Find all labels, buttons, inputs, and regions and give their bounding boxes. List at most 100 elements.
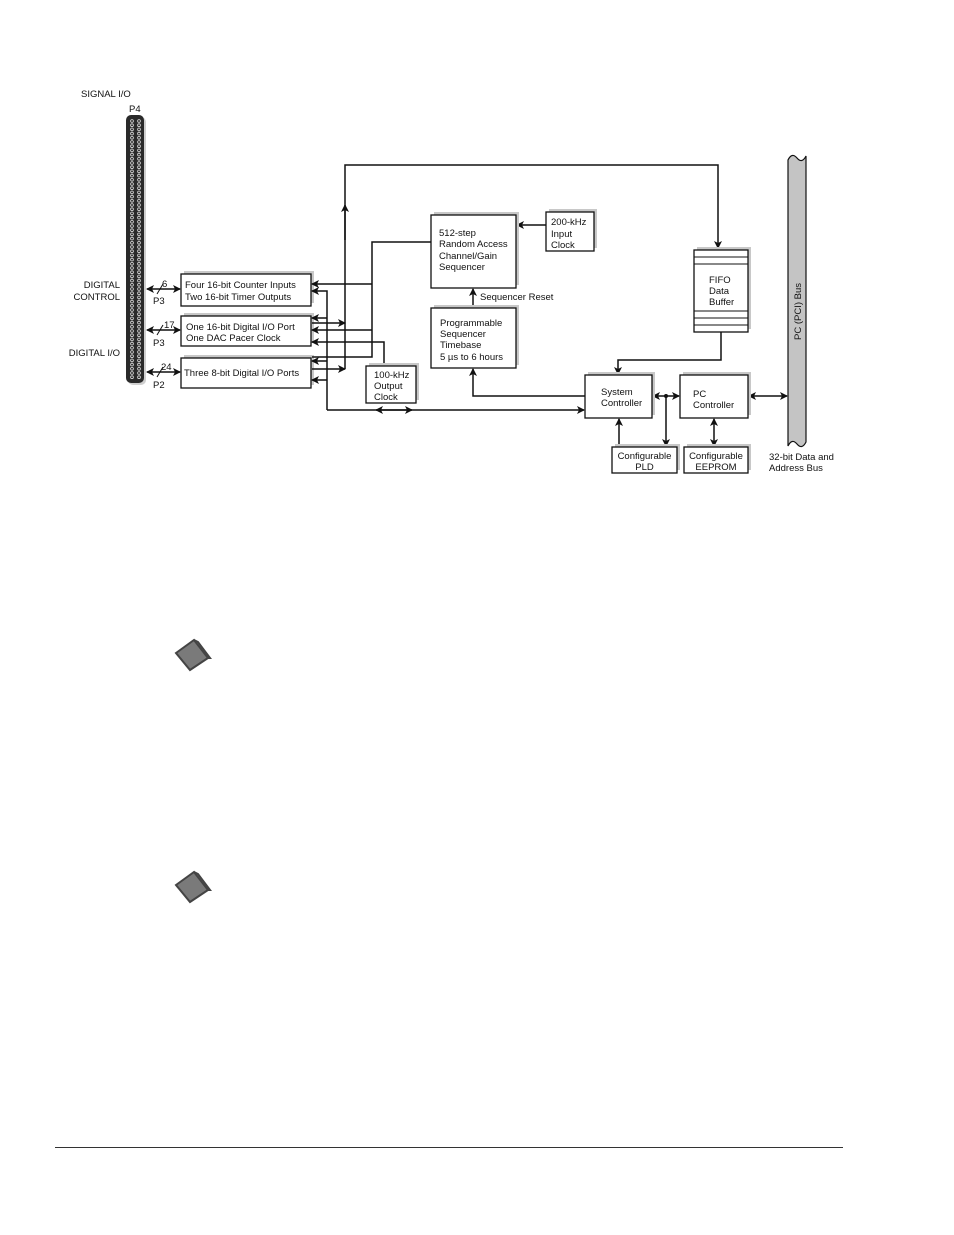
svg-text:Controller: Controller bbox=[601, 398, 642, 409]
svg-text:One DAC Pacer Clock: One DAC Pacer Clock bbox=[186, 333, 281, 344]
connector-pin bbox=[130, 333, 134, 338]
connector-pin bbox=[130, 157, 134, 161]
svg-text:200-kHz: 200-kHz bbox=[551, 217, 587, 228]
connector-pin bbox=[137, 366, 141, 371]
connector-pin bbox=[130, 203, 134, 207]
connector-pin bbox=[130, 291, 134, 296]
connector-pin bbox=[130, 312, 134, 317]
connector-pin bbox=[130, 144, 134, 149]
connector-pin bbox=[130, 320, 134, 325]
configurable-pld-block: Configurable PLD bbox=[611, 444, 680, 474]
connector-pin bbox=[130, 190, 134, 195]
svg-text:Configurable: Configurable bbox=[689, 451, 743, 462]
sequencer-timebase-block: Programmable Sequencer Timebase 5 µs to … bbox=[430, 305, 519, 369]
connector-pin bbox=[130, 169, 134, 174]
svg-text:Four 16-bit Counter Inputs: Four 16-bit Counter Inputs bbox=[185, 280, 296, 291]
svg-text:Two 16-bit Timer Outputs: Two 16-bit Timer Outputs bbox=[185, 292, 291, 303]
connector-pin bbox=[130, 220, 134, 224]
digital-io-8bit-block: Three 8-bit Digital I/O Ports bbox=[180, 355, 314, 389]
connector-pin bbox=[130, 287, 134, 291]
svg-text:EEPROM: EEPROM bbox=[695, 462, 736, 473]
connector-pin bbox=[137, 131, 141, 136]
system-controller-block: System Controller bbox=[584, 372, 655, 419]
connector-pin bbox=[130, 127, 134, 132]
reference-book-icon bbox=[174, 870, 212, 904]
connector-pin bbox=[137, 308, 141, 312]
connector-pin bbox=[130, 123, 134, 127]
connector-pin bbox=[137, 371, 141, 375]
connector-pin bbox=[137, 232, 141, 237]
port-count: 17 bbox=[164, 320, 175, 331]
connector-pin bbox=[137, 182, 141, 186]
connector-pin bbox=[137, 270, 141, 275]
connector-pin bbox=[137, 362, 141, 367]
connector-pin bbox=[130, 215, 134, 220]
svg-text:Output: Output bbox=[374, 381, 403, 392]
connector-pin bbox=[130, 299, 134, 304]
connector-pin bbox=[130, 354, 134, 359]
connector-pin bbox=[137, 320, 141, 325]
connector-pin bbox=[130, 224, 134, 228]
connector-pin bbox=[137, 173, 141, 178]
connector-pin bbox=[137, 375, 141, 380]
connector-pin bbox=[137, 274, 141, 279]
connector-pin bbox=[130, 241, 134, 245]
connector-pin bbox=[137, 161, 141, 165]
connector-pin bbox=[130, 350, 134, 354]
svg-text:Controller: Controller bbox=[693, 400, 734, 411]
port-arrows bbox=[146, 283, 181, 378]
connector-pin bbox=[130, 186, 134, 191]
connector-pin bbox=[130, 341, 134, 346]
svg-text:Channel/Gain: Channel/Gain bbox=[439, 251, 497, 262]
connector-pin bbox=[130, 345, 134, 350]
p4-connector bbox=[126, 115, 146, 385]
connector-pin bbox=[137, 299, 141, 304]
connector-pin bbox=[137, 278, 141, 283]
p4-label: P4 bbox=[129, 104, 141, 115]
signal-io-label: SIGNAL I/O bbox=[81, 89, 131, 100]
connector-pin bbox=[137, 165, 141, 170]
connector-pin bbox=[130, 228, 134, 233]
connector-pin bbox=[130, 232, 134, 237]
port-connector: P3 bbox=[153, 338, 165, 349]
connector-pin bbox=[137, 337, 141, 342]
svg-text:PC: PC bbox=[693, 389, 706, 400]
connector-pin bbox=[137, 119, 141, 123]
connector-pin bbox=[130, 316, 134, 321]
port-count: 24 bbox=[161, 362, 172, 373]
port-connector: P2 bbox=[153, 380, 165, 391]
bus-caption: Address Bus bbox=[769, 463, 823, 474]
svg-text:Clock: Clock bbox=[374, 392, 398, 403]
input-clock-block: 200-kHz Input Clock bbox=[545, 209, 597, 252]
signal-wiring bbox=[311, 164, 788, 447]
connector-pin bbox=[137, 136, 141, 140]
connector-pin bbox=[130, 249, 134, 254]
connector-pin bbox=[130, 295, 134, 300]
connector-pin bbox=[130, 337, 134, 342]
svg-text:512-step: 512-step bbox=[439, 228, 476, 239]
connector-pin bbox=[137, 341, 141, 346]
configurable-eeprom-block: Configurable EEPROM bbox=[683, 444, 751, 474]
svg-text:Sequencer: Sequencer bbox=[440, 329, 486, 340]
channel-gain-sequencer-block: 512-step Random Access Channel/Gain Sequ… bbox=[430, 212, 519, 289]
connector-pin bbox=[130, 303, 134, 308]
connector-pin bbox=[137, 329, 141, 333]
connector-pin bbox=[137, 312, 141, 317]
svg-text:PLD: PLD bbox=[635, 462, 654, 473]
connector-pin bbox=[137, 266, 141, 270]
connector-pin bbox=[137, 354, 141, 359]
connector-pin bbox=[137, 199, 141, 203]
svg-text:Configurable: Configurable bbox=[618, 451, 672, 462]
connector-pin bbox=[137, 190, 141, 195]
connector-pin bbox=[137, 345, 141, 350]
connector-pin bbox=[130, 261, 134, 266]
connector-pin bbox=[137, 178, 141, 182]
connector-pin bbox=[137, 287, 141, 291]
connector-pin bbox=[130, 131, 134, 136]
connector-pin bbox=[130, 136, 134, 140]
connector-pin bbox=[130, 165, 134, 170]
connector-pin bbox=[130, 266, 134, 270]
connector-pin bbox=[137, 152, 141, 157]
connector-pin bbox=[130, 173, 134, 178]
connector-pin bbox=[137, 148, 141, 153]
